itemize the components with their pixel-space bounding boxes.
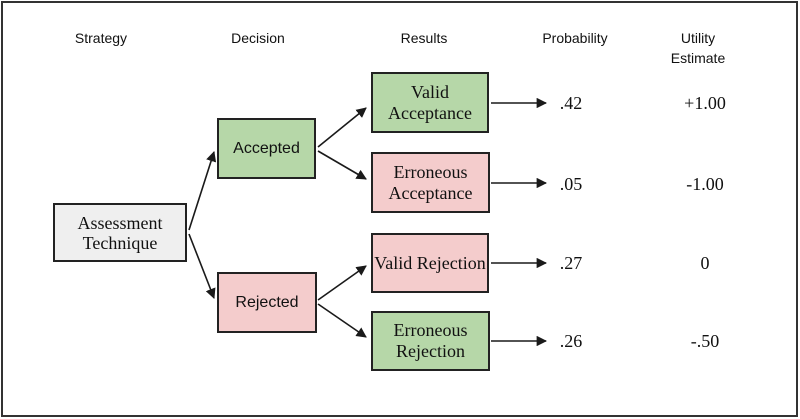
arrow-rejected-to-erroneous-rejection <box>317 303 367 338</box>
column-header-utility-estimate: Utility Estimate <box>670 30 726 66</box>
arrow-rejected-to-valid-rejection <box>317 265 367 301</box>
column-header-probability: Probability <box>542 30 608 46</box>
node-label: Erroneous Rejection <box>393 320 468 361</box>
node-label: Accepted <box>233 139 300 157</box>
arrow-accepted-to-valid-acceptance <box>317 107 367 148</box>
arrow-root-to-accepted <box>188 151 217 231</box>
utility-valid-rejection: 0 <box>700 252 710 273</box>
node-erroneous-acceptance: Erroneous Acceptance <box>371 152 490 213</box>
utility-valid-acceptance: +1.00 <box>684 92 726 113</box>
node-valid-acceptance: Valid Acceptance <box>371 72 489 133</box>
node-assessment-technique: Assessment Technique <box>53 203 187 262</box>
arrow-root-to-rejected <box>188 233 216 299</box>
utility-erroneous-acceptance: -1.00 <box>686 173 724 194</box>
probability-erroneous-rejection: .26 <box>559 330 583 351</box>
probability-valid-rejection: .27 <box>559 252 583 273</box>
node-valid-rejection: Valid Rejection <box>371 233 489 293</box>
column-header-results: Results <box>400 30 448 46</box>
column-header-decision: Decision <box>231 30 285 46</box>
node-label: Rejected <box>235 293 299 311</box>
probability-erroneous-acceptance: .05 <box>559 173 583 194</box>
node-label: Assessment Technique <box>77 212 163 253</box>
column-header-strategy: Strategy <box>74 30 128 46</box>
node-rejected: Rejected <box>217 272 317 333</box>
node-label: Valid Rejection <box>374 252 486 273</box>
probability-valid-acceptance: .42 <box>559 92 583 113</box>
node-accepted: Accepted <box>217 118 316 179</box>
node-erroneous-rejection: Erroneous Rejection <box>371 311 490 371</box>
utility-erroneous-rejection: -.50 <box>690 330 720 351</box>
node-label: Erroneous Acceptance <box>388 161 473 203</box>
node-label: Valid Acceptance <box>388 81 472 123</box>
arrow-accepted-to-erroneous-acceptance <box>317 150 367 180</box>
